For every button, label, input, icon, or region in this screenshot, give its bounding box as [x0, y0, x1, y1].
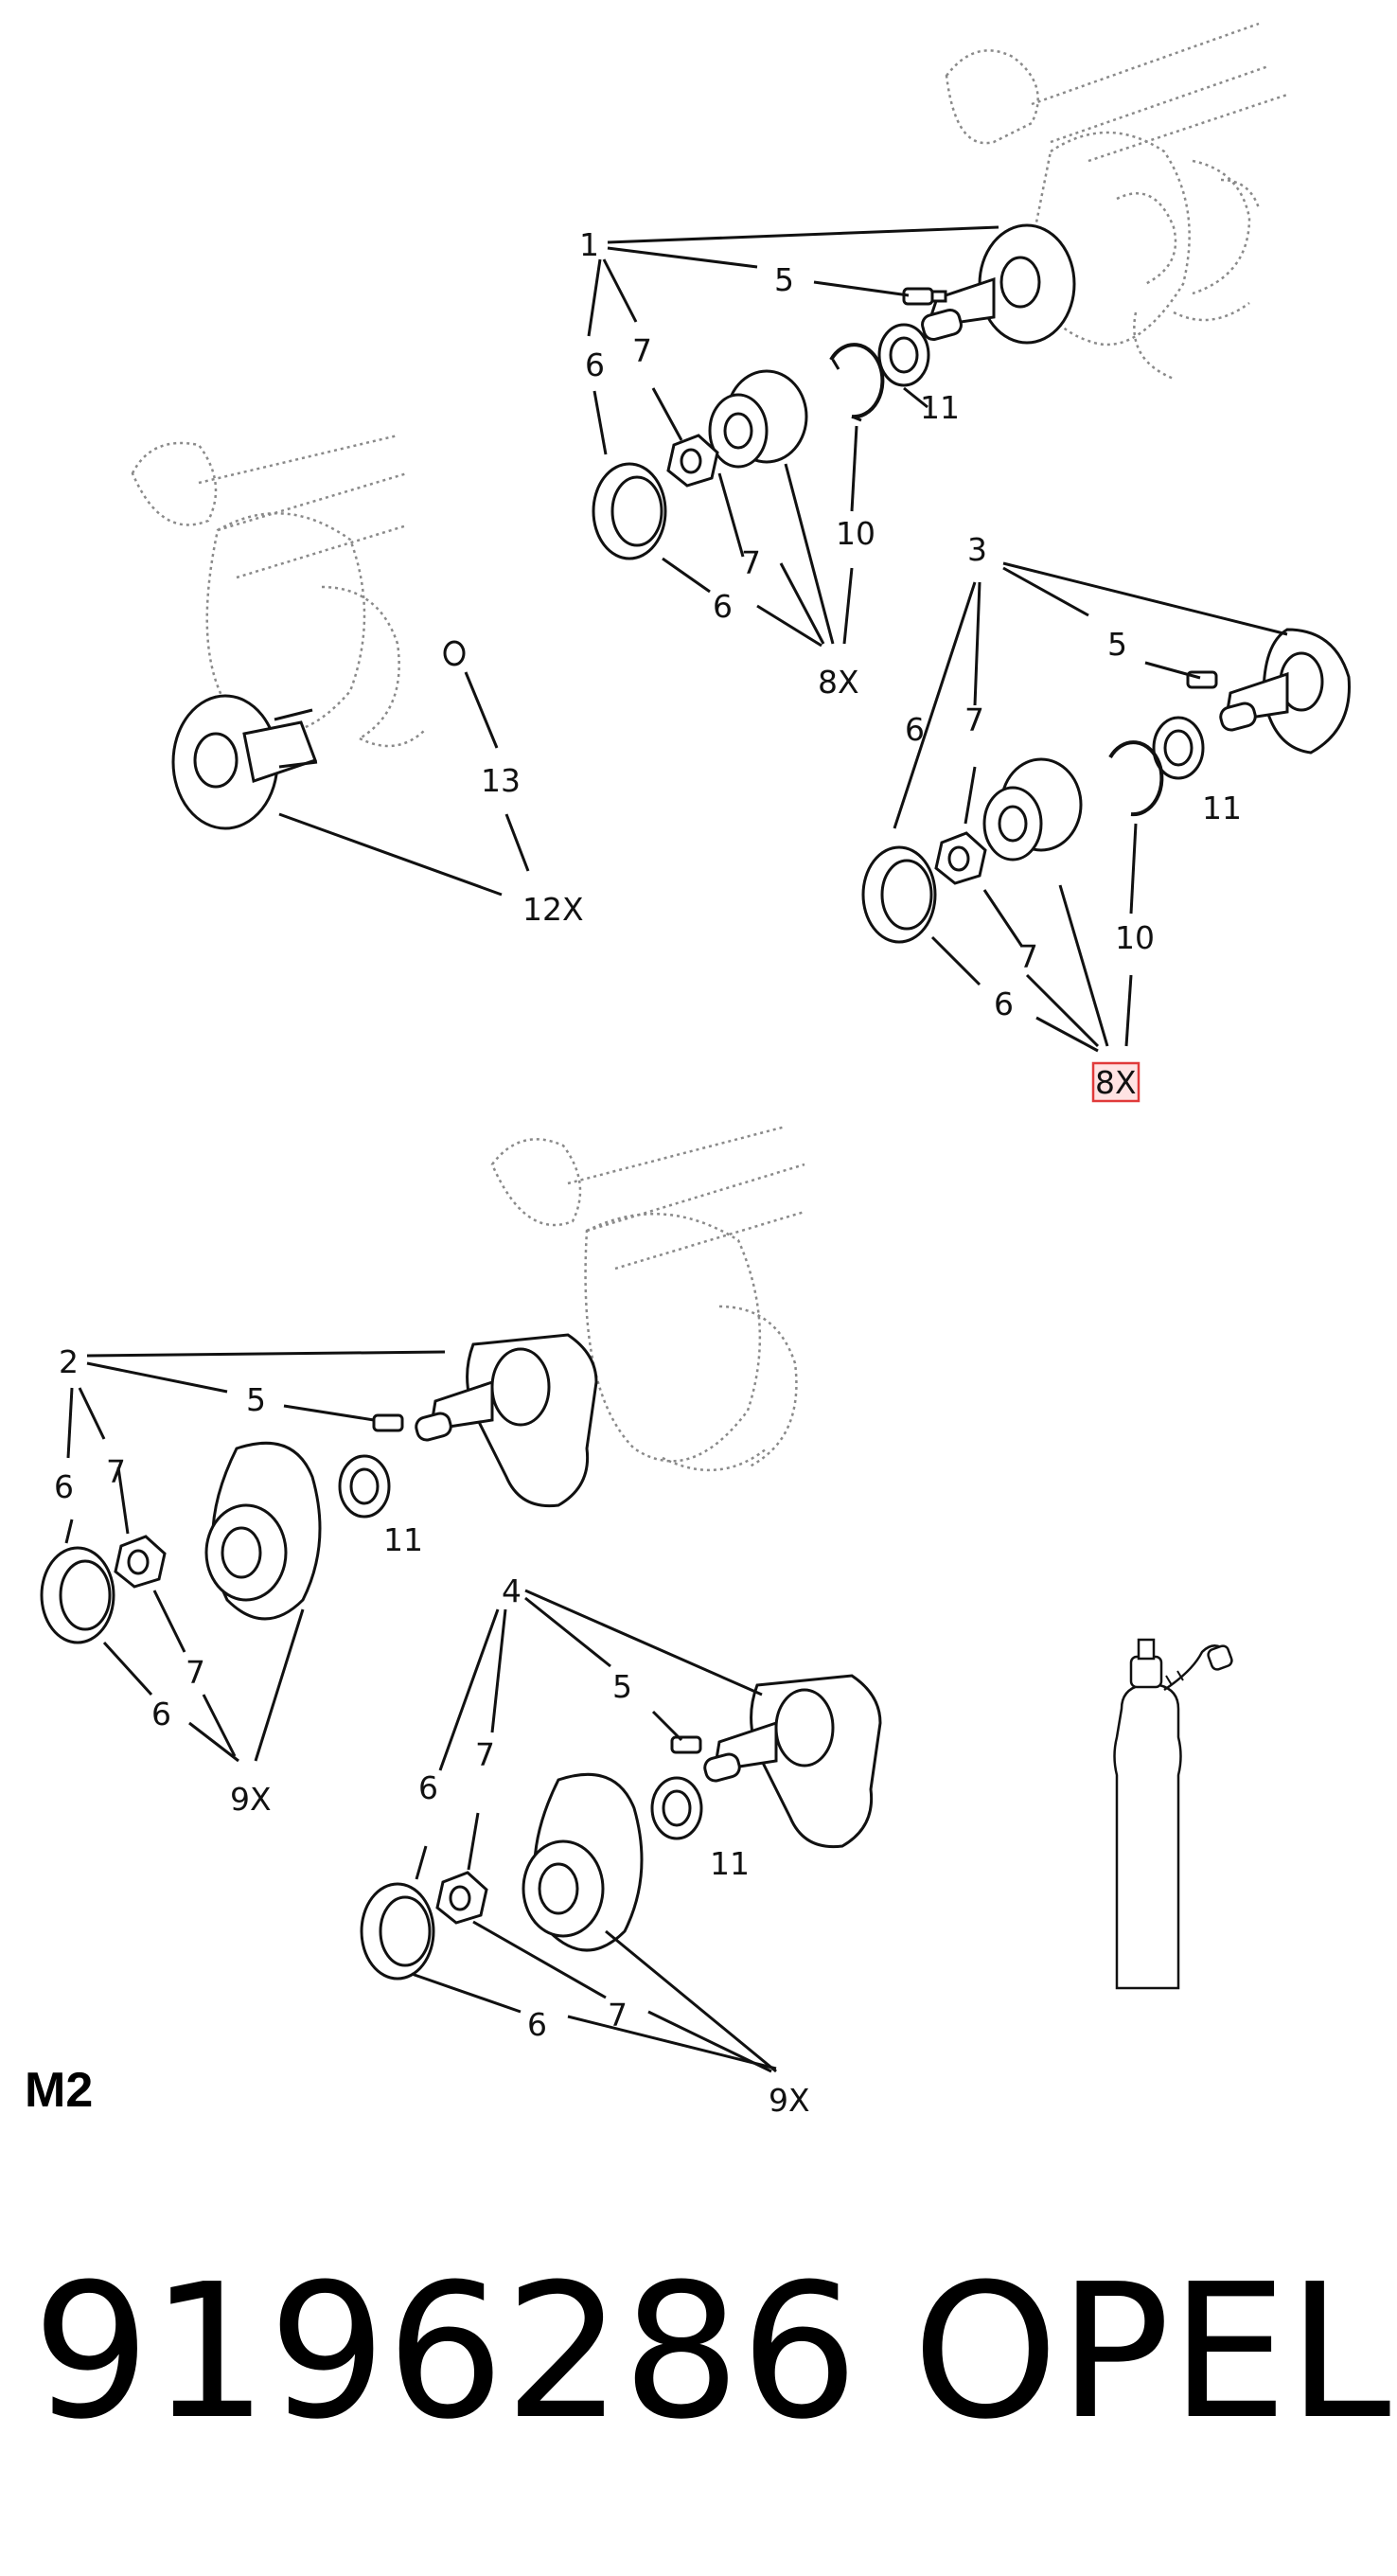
assembly-group-1: 1 5 6 7 11 10 7 6 8X — [579, 22, 1288, 701]
callout-6b-g3: 6 — [994, 986, 1014, 1022]
callout-6-g4: 6 — [418, 1769, 438, 1806]
callout-qty-g3[interactable]: 8X — [1095, 1064, 1137, 1101]
callout-qty-g4: 9X — [769, 2082, 810, 2119]
circlip-10-g1 — [829, 343, 885, 422]
callout-1: 1 — [579, 226, 599, 263]
hex-nut-7-g1 — [666, 434, 719, 488]
callout-6-g3: 6 — [905, 711, 925, 748]
hex-nut-7-g2 — [114, 1535, 167, 1589]
callout-qty-g2: 9X — [230, 1781, 272, 1818]
callout-7-g1: 7 — [632, 332, 652, 369]
hex-nut-7-g3 — [934, 831, 987, 885]
leader-lines-g4 — [411, 1589, 777, 2073]
callout-10-g3: 10 — [1115, 919, 1155, 956]
part-number: 9196286 — [32, 2245, 858, 2461]
stub-axle-flange-2 — [415, 1333, 598, 1508]
wheel-bearing-g1 — [708, 369, 808, 469]
callout-7b-g1: 7 — [741, 544, 761, 581]
callout-6b-g1: 6 — [713, 588, 733, 625]
callout-7b-g4: 7 — [608, 1997, 628, 2034]
callout-4: 4 — [502, 1572, 522, 1609]
leader-lines-g3 — [893, 561, 1288, 1053]
leader-lines-g1 — [587, 225, 999, 648]
seal-ring-11-g1 — [877, 323, 930, 387]
callout-7-g2: 7 — [106, 1453, 126, 1490]
bolt-5-g1 — [902, 287, 947, 306]
brake-hub-g2 — [204, 1441, 322, 1621]
callout-6b-g2: 6 — [151, 1696, 171, 1732]
grease-bottle — [1113, 1638, 1233, 1990]
callout-7-g3: 7 — [964, 702, 984, 738]
grease-cap-6-g2 — [40, 1546, 115, 1644]
assembly-group-4: 4 5 6 7 11 7 6 9X — [360, 1572, 882, 2119]
callout-11-g3: 11 — [1202, 790, 1242, 826]
wheel-hub-13 — [171, 640, 466, 830]
callout-13: 13 — [481, 762, 521, 799]
seal-ring-11-g2 — [338, 1454, 391, 1519]
grease-cap-6-g1 — [592, 462, 667, 560]
callout-5-g1: 5 — [774, 261, 794, 298]
callout-6-g2: 6 — [54, 1468, 74, 1505]
axle-housing-ghost-left — [131, 434, 427, 748]
callout-6b-g4: 6 — [527, 2006, 547, 2043]
callout-7b-g2: 7 — [186, 1654, 205, 1691]
callout-11-g4: 11 — [710, 1845, 750, 1882]
hex-nut-7-g4 — [435, 1871, 488, 1925]
assembly-group-12x: 13 12X — [131, 434, 584, 928]
callout-11-g1: 11 — [920, 389, 960, 426]
stub-axle-hub-3 — [1219, 628, 1351, 755]
stub-axle-hub-1 — [921, 223, 1076, 345]
grease-cap-6-g4 — [360, 1882, 435, 1981]
grease-cap-6-g3 — [861, 845, 937, 944]
brand-name: OPEL — [912, 2245, 1391, 2461]
wheel-bearing-g3 — [982, 757, 1083, 862]
brake-hub-g4 — [522, 1772, 644, 1952]
bolt-5-g2 — [372, 1413, 404, 1432]
callout-6-g1: 6 — [585, 346, 605, 383]
callout-5-g4: 5 — [612, 1668, 632, 1705]
axle-housing-ghost-mid — [490, 1125, 805, 1472]
callout-7-g4: 7 — [475, 1736, 495, 1773]
callout-11-g2: 11 — [383, 1521, 423, 1558]
highlighted-part-box[interactable] — [1091, 1061, 1141, 1103]
leader-lines-g2 — [64, 1350, 446, 1763]
circlip-10-g3 — [1108, 740, 1164, 817]
callout-10-g1: 10 — [836, 515, 875, 552]
callout-7b-g3: 7 — [1018, 938, 1038, 975]
section-label: M2 — [25, 2063, 94, 2118]
leader-lines-g12 — [278, 671, 530, 897]
callout-2: 2 — [59, 1343, 79, 1380]
footer-caption: 9196286 OPEL — [32, 2244, 1391, 2461]
seal-ring-11-g3 — [1152, 716, 1205, 780]
seal-ring-11-g4 — [650, 1776, 703, 1840]
bolt-5-g4 — [670, 1735, 702, 1754]
assembly-group-2: 2 5 6 7 11 7 6 9X — [40, 1125, 805, 1818]
callout-5-g3: 5 — [1107, 626, 1127, 663]
callout-qty-g12: 12X — [522, 891, 584, 928]
callout-5-g2: 5 — [246, 1381, 266, 1418]
assembly-group-3: 3 5 6 7 11 10 7 6 8X — [861, 531, 1351, 1103]
callout-3: 3 — [967, 531, 987, 568]
stub-axle-flange-4 — [703, 1674, 882, 1849]
callout-qty-g1: 8X — [818, 664, 859, 701]
